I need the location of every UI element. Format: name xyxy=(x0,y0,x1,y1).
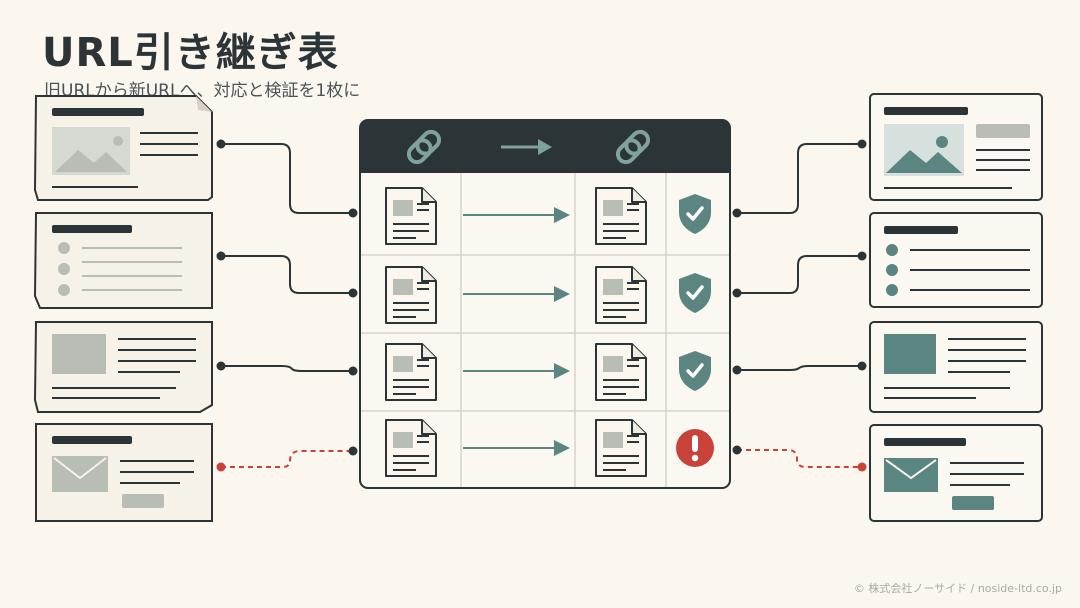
new-page-icon xyxy=(595,343,647,401)
new-page-card-list xyxy=(869,212,1043,308)
connector-old-3 xyxy=(221,365,353,372)
connector-new-4 xyxy=(737,449,862,468)
connector-new-3 xyxy=(737,365,862,371)
old-page-icon xyxy=(385,187,437,245)
connector-new-1 xyxy=(737,143,862,214)
table-row xyxy=(385,266,713,324)
copyright-footer: © 株式会社ノーサイド / noside-ltd.co.jp xyxy=(853,582,1062,595)
new-page-icon xyxy=(595,419,647,477)
error-alert-icon xyxy=(676,429,714,467)
new-page-card-contact xyxy=(869,424,1043,522)
old-page-card-contact xyxy=(35,423,213,522)
old-page-card-list xyxy=(33,212,213,309)
table-row xyxy=(385,343,713,401)
connectors xyxy=(221,143,862,468)
table-row xyxy=(385,187,713,245)
connector-old-1 xyxy=(221,143,353,214)
table-grid xyxy=(361,173,729,487)
old-page-icon xyxy=(385,266,437,324)
old-page-card-image-text xyxy=(33,321,213,413)
new-page-card-article xyxy=(869,93,1043,201)
table-row xyxy=(385,419,714,477)
new-page-card-image-text xyxy=(869,321,1043,413)
page-title: URL引き継ぎ表 xyxy=(42,30,339,76)
old-page-icon xyxy=(385,419,437,477)
old-page-card-article xyxy=(33,95,213,201)
connector-new-2 xyxy=(737,255,862,294)
connector-old-4 xyxy=(221,450,353,468)
connector-dots xyxy=(216,139,867,472)
new-page-icon xyxy=(595,266,647,324)
old-page-icon xyxy=(385,343,437,401)
connector-old-2 xyxy=(221,255,353,294)
new-page-icon xyxy=(595,187,647,245)
arrow-right-icon xyxy=(501,139,552,155)
